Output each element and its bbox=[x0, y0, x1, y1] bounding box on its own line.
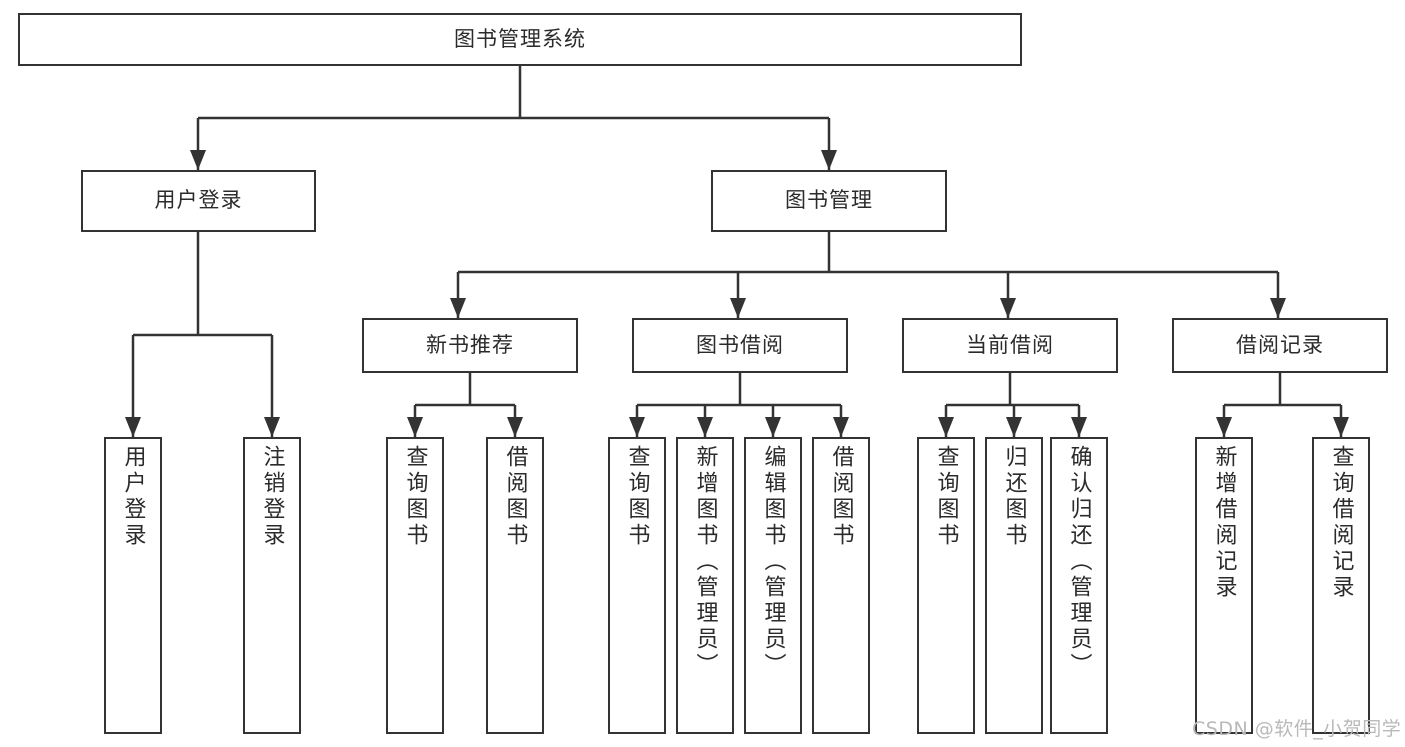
node-leaf-add-book[interactable]: 新增图书（管理员） bbox=[676, 437, 734, 734]
node-label: 新书推荐 bbox=[426, 332, 514, 357]
arrowhead-icon bbox=[821, 150, 837, 170]
arrowhead-icon bbox=[190, 150, 206, 170]
arrowhead-icon bbox=[407, 417, 423, 437]
node-book-borrow[interactable]: 图书借阅 bbox=[632, 318, 848, 373]
node-leaf-edit-book[interactable]: 编辑图书（管理员） bbox=[744, 437, 802, 734]
node-leaf-return-book[interactable]: 归还图书 bbox=[985, 437, 1043, 734]
arrowhead-icon bbox=[765, 417, 781, 437]
node-label: 查询借阅记录 bbox=[1328, 445, 1354, 601]
node-leaf-borrow-book-1[interactable]: 借阅图书 bbox=[486, 437, 544, 734]
node-label: 用户登录 bbox=[154, 188, 243, 213]
node-leaf-user-login[interactable]: 用户登录 bbox=[104, 437, 162, 734]
node-label: 图书借阅 bbox=[696, 332, 784, 357]
arrowhead-icon bbox=[1270, 298, 1286, 318]
node-label: 新增借阅记录 bbox=[1211, 445, 1237, 601]
node-label: 图书管理 bbox=[785, 188, 873, 213]
node-label: 借阅图书 bbox=[502, 445, 528, 549]
node-borrow-record[interactable]: 借阅记录 bbox=[1172, 318, 1388, 373]
node-label: 查询图书 bbox=[933, 445, 959, 549]
node-label: 借阅图书 bbox=[828, 445, 854, 549]
node-label: 查询图书 bbox=[624, 445, 650, 549]
node-label: 用户登录 bbox=[120, 445, 146, 549]
node-label: 确认归还（管理员） bbox=[1066, 445, 1092, 679]
node-leaf-query-book-3[interactable]: 查询图书 bbox=[917, 437, 975, 734]
node-leaf-query-book-1[interactable]: 查询图书 bbox=[386, 437, 444, 734]
node-label: 借阅记录 bbox=[1236, 332, 1324, 357]
node-leaf-query-record[interactable]: 查询借阅记录 bbox=[1312, 437, 1370, 734]
node-book-manage[interactable]: 图书管理 bbox=[711, 170, 947, 232]
arrowhead-icon bbox=[629, 417, 645, 437]
arrowhead-icon bbox=[730, 298, 746, 318]
arrowhead-icon bbox=[1000, 298, 1016, 318]
arrowhead-icon bbox=[697, 417, 713, 437]
node-label: 注销登录 bbox=[259, 445, 285, 549]
arrowhead-icon bbox=[450, 298, 466, 318]
arrowhead-icon bbox=[507, 417, 523, 437]
arrowhead-icon bbox=[1333, 417, 1349, 437]
node-current-borrow[interactable]: 当前借阅 bbox=[902, 318, 1118, 373]
arrowhead-icon bbox=[833, 417, 849, 437]
node-root-system[interactable]: 图书管理系统 bbox=[18, 13, 1022, 66]
node-label: 归还图书 bbox=[1001, 445, 1027, 549]
node-leaf-query-book-2[interactable]: 查询图书 bbox=[608, 437, 666, 734]
node-leaf-confirm-return[interactable]: 确认归还（管理员） bbox=[1050, 437, 1108, 734]
node-new-book-recommend[interactable]: 新书推荐 bbox=[362, 318, 578, 373]
node-label: 图书管理系统 bbox=[454, 26, 586, 51]
node-label: 当前借阅 bbox=[966, 332, 1054, 357]
node-leaf-logout[interactable]: 注销登录 bbox=[243, 437, 301, 734]
arrowhead-icon bbox=[125, 417, 141, 437]
arrowhead-icon bbox=[1006, 417, 1022, 437]
node-label: 编辑图书（管理员） bbox=[760, 445, 786, 679]
node-leaf-add-record[interactable]: 新增借阅记录 bbox=[1195, 437, 1253, 734]
node-label: 新增图书（管理员） bbox=[692, 445, 718, 679]
arrowhead-icon bbox=[1216, 417, 1232, 437]
node-leaf-borrow-book-2[interactable]: 借阅图书 bbox=[812, 437, 870, 734]
arrowhead-icon bbox=[264, 417, 280, 437]
node-label: 查询图书 bbox=[402, 445, 428, 549]
watermark: CSDN @软件_小贺同学 bbox=[1192, 718, 1402, 740]
node-user-login[interactable]: 用户登录 bbox=[81, 170, 316, 232]
arrowhead-icon bbox=[1071, 417, 1087, 437]
arrowhead-icon bbox=[938, 417, 954, 437]
